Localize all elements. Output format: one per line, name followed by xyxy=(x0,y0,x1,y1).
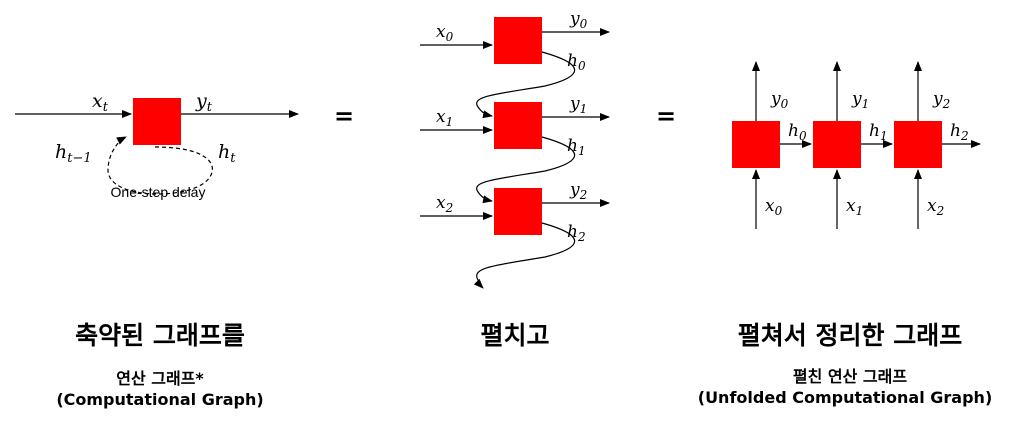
rnn-cell-0 xyxy=(732,121,780,168)
equals-sign-1: = xyxy=(334,102,354,130)
input-label-2: x2 xyxy=(436,193,453,215)
state-label-0: h0 xyxy=(788,121,807,143)
delay-label: One-step delay xyxy=(111,184,206,200)
state-label: ht xyxy=(218,141,236,166)
output-label-0: y0 xyxy=(770,89,789,111)
rnn-diagram: xt yt ht−1 ht One-step delay = = x0 x1 x… xyxy=(15,9,981,289)
state-label-1: h1 xyxy=(869,121,888,143)
state-curve-1 xyxy=(476,136,576,204)
output-label-2: y2 xyxy=(569,180,587,202)
recurrent-loop xyxy=(107,136,213,195)
input-label-1: x1 xyxy=(436,107,453,129)
unrolling-graph: x0 x1 x2 y0 y1 y2 h0 h1 h2 xyxy=(420,9,610,289)
output-label-2: y2 xyxy=(932,89,950,111)
input-label-1: x1 xyxy=(846,196,863,218)
input-label-0: x0 xyxy=(436,22,454,44)
input-label-2: x2 xyxy=(927,196,944,218)
state-label-0: h0 xyxy=(567,51,586,73)
rnn-cell-1 xyxy=(813,121,861,168)
left-caption-english: (Computational Graph) xyxy=(56,390,264,409)
equals-sign-2: = xyxy=(656,102,676,130)
left-caption-title: 축약된 그래프를 xyxy=(75,321,245,350)
rnn-cell-2 xyxy=(494,188,542,235)
state-label-1: h1 xyxy=(567,136,586,158)
prev-state-label: ht−1 xyxy=(55,141,92,166)
state-label-2: h2 xyxy=(950,121,969,143)
rnn-cell-0 xyxy=(494,17,542,64)
output-label-0: y0 xyxy=(569,9,588,31)
output-label-1: y1 xyxy=(569,94,587,116)
input-label: xt xyxy=(92,90,109,115)
left-caption-korean: 연산 그래프* xyxy=(116,369,204,388)
state-curve-2 xyxy=(473,222,576,289)
middle-caption-title: 펼치고 xyxy=(480,321,550,350)
rnn-cell xyxy=(133,98,181,145)
rnn-cell-2 xyxy=(894,121,942,168)
right-caption-korean: 펼친 연산 그래프 xyxy=(792,367,908,386)
right-caption-title: 펼쳐서 정리한 그래프 xyxy=(737,321,963,350)
input-label-0: x0 xyxy=(765,196,783,218)
state-label-2: h2 xyxy=(567,222,586,244)
right-caption-english: (Unfolded Computational Graph) xyxy=(697,388,993,407)
output-label: yt xyxy=(195,90,213,115)
rnn-cell-1 xyxy=(494,102,542,149)
compressed-graph: xt yt ht−1 ht One-step delay xyxy=(15,90,299,200)
unfolded-graph: y0 y1 y2 h0 h1 h2 x0 x1 x2 xyxy=(732,61,981,229)
output-label-1: y1 xyxy=(851,89,869,111)
state-curve-0 xyxy=(476,51,576,119)
